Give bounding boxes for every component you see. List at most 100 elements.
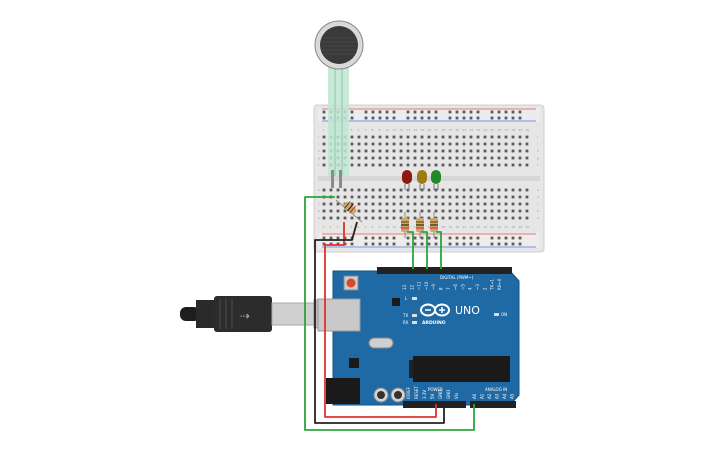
breadboard-hole[interactable] (364, 202, 368, 206)
breadboard-hole[interactable] (343, 195, 347, 199)
breadboard-hole[interactable] (413, 135, 417, 139)
breadboard-hole[interactable] (357, 163, 361, 167)
breadboard-hole[interactable] (322, 209, 326, 213)
breadboard-hole[interactable] (378, 156, 382, 160)
breadboard-hole[interactable] (497, 188, 501, 192)
rail-hole[interactable] (420, 242, 424, 246)
rail-hole[interactable] (392, 242, 396, 246)
breadboard-hole[interactable] (357, 209, 361, 213)
rail-hole[interactable] (364, 116, 368, 120)
usb-cable[interactable]: ⇢ (180, 296, 337, 332)
breadboard-hole[interactable] (350, 202, 354, 206)
rail-hole[interactable] (385, 116, 389, 120)
breadboard-hole[interactable] (490, 209, 494, 213)
rail-hole[interactable] (497, 110, 501, 114)
rail-hole[interactable] (434, 110, 438, 114)
breadboard-hole[interactable] (434, 202, 438, 206)
rail-hole[interactable] (490, 242, 494, 246)
breadboard-hole[interactable] (357, 188, 361, 192)
breadboard-hole[interactable] (504, 149, 508, 153)
breadboard-hole[interactable] (420, 202, 424, 206)
breadboard-hole[interactable] (385, 149, 389, 153)
breadboard-hole[interactable] (378, 149, 382, 153)
rail-hole[interactable] (504, 242, 508, 246)
rail-hole[interactable] (343, 236, 347, 240)
breadboard-hole[interactable] (350, 149, 354, 153)
breadboard-hole[interactable] (462, 163, 466, 167)
rail-hole[interactable] (406, 242, 410, 246)
breadboard-hole[interactable] (483, 163, 487, 167)
breadboard-hole[interactable] (504, 135, 508, 139)
rail-hole[interactable] (448, 242, 452, 246)
breadboard-hole[interactable] (448, 216, 452, 220)
rail-hole[interactable] (385, 236, 389, 240)
breadboard-hole[interactable] (371, 149, 375, 153)
breadboard-hole[interactable] (378, 209, 382, 213)
breadboard-hole[interactable] (476, 149, 480, 153)
wire-green-pin12-led[interactable] (407, 231, 414, 269)
breadboard-hole[interactable] (364, 149, 368, 153)
rail-hole[interactable] (476, 236, 480, 240)
breadboard-hole[interactable] (497, 163, 501, 167)
arduino-uno-board[interactable]: ARDUINO UNO DIGITAL (PWM~) POWER ANALOG … (317, 267, 520, 408)
breadboard-hole[interactable] (364, 188, 368, 192)
breadboard-hole[interactable] (441, 209, 445, 213)
wire-green-pin10-led[interactable] (436, 231, 442, 269)
breadboard-hole[interactable] (399, 195, 403, 199)
rail-hole[interactable] (469, 236, 473, 240)
breadboard-hole[interactable] (392, 209, 396, 213)
breadboard-hole[interactable] (378, 195, 382, 199)
rail-hole[interactable] (371, 236, 375, 240)
rail-hole[interactable] (329, 236, 333, 240)
breadboard-hole[interactable] (336, 188, 340, 192)
breadboard-hole[interactable] (413, 195, 417, 199)
breadboard-hole[interactable] (420, 156, 424, 160)
rail-hole[interactable] (364, 242, 368, 246)
breadboard-hole[interactable] (434, 209, 438, 213)
breadboard-hole[interactable] (476, 156, 480, 160)
breadboard-hole[interactable] (406, 163, 410, 167)
breadboard-hole[interactable] (357, 156, 361, 160)
breadboard-hole[interactable] (322, 188, 326, 192)
breadboard-hole[interactable] (469, 216, 473, 220)
breadboard-hole[interactable] (518, 216, 522, 220)
rail-hole[interactable] (497, 236, 501, 240)
rail-hole[interactable] (336, 242, 340, 246)
breadboard-hole[interactable] (497, 216, 501, 220)
breadboard-hole[interactable] (448, 156, 452, 160)
breadboard-hole[interactable] (322, 216, 326, 220)
rail-hole[interactable] (322, 242, 326, 246)
breadboard-hole[interactable] (399, 142, 403, 146)
rail-hole[interactable] (469, 242, 473, 246)
breadboard-hole[interactable] (434, 163, 438, 167)
breadboard-hole[interactable] (476, 163, 480, 167)
breadboard-hole[interactable] (490, 135, 494, 139)
rail-hole[interactable] (462, 242, 466, 246)
breadboard-hole[interactable] (462, 135, 466, 139)
breadboard-hole[interactable] (490, 216, 494, 220)
breadboard-hole[interactable] (385, 156, 389, 160)
breadboard-hole[interactable] (462, 216, 466, 220)
breadboard-hole[interactable] (406, 188, 410, 192)
breadboard-hole[interactable] (392, 163, 396, 167)
wire-green-a0-sensor[interactable] (304, 196, 475, 431)
breadboard-hole[interactable] (434, 195, 438, 199)
breadboard-hole[interactable] (518, 202, 522, 206)
breadboard-hole[interactable] (497, 202, 501, 206)
breadboard-hole[interactable] (378, 202, 382, 206)
breadboard-hole[interactable] (476, 195, 480, 199)
breadboard-hole[interactable] (413, 209, 417, 213)
breadboard-hole[interactable] (462, 188, 466, 192)
resistor-led-yellow[interactable] (416, 212, 424, 238)
breadboard-hole[interactable] (469, 135, 473, 139)
rail-hole[interactable] (504, 236, 508, 240)
breadboard-hole[interactable] (525, 156, 529, 160)
breadboard-hole[interactable] (385, 202, 389, 206)
breadboard-hole[interactable] (504, 216, 508, 220)
rail-hole[interactable] (371, 110, 375, 114)
breadboard-hole[interactable] (322, 149, 326, 153)
breadboard-hole[interactable] (427, 142, 431, 146)
breadboard-hole[interactable] (371, 188, 375, 192)
rail-hole[interactable] (420, 236, 424, 240)
breadboard-hole[interactable] (399, 188, 403, 192)
